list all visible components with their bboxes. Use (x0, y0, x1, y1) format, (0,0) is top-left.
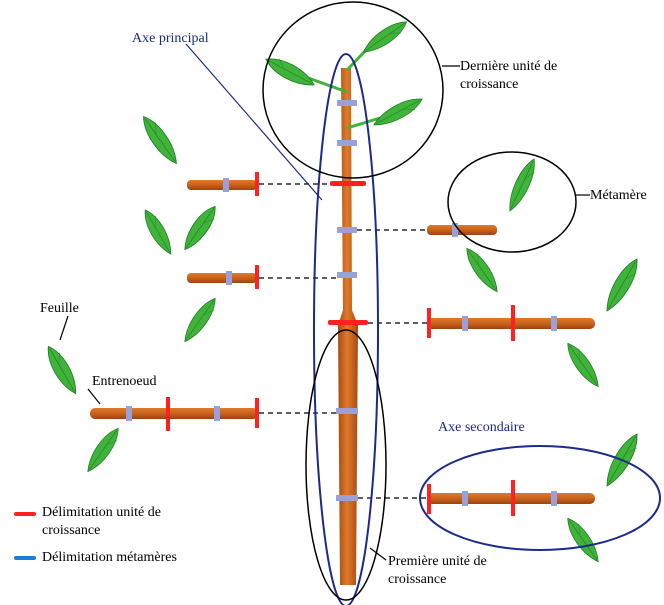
legend-metameres: Délimitation métamères (42, 549, 177, 566)
label-premiere-uc-line1: Première unité de (388, 553, 487, 570)
legend-uc-line2: croissance (42, 522, 100, 539)
right-branch-3 (427, 430, 643, 565)
main-axis (328, 68, 368, 585)
label-derniere-uc-line2: croissance (460, 76, 518, 93)
right-branch-1 (427, 156, 540, 295)
right-branch-2 (427, 255, 643, 390)
label-metamere: Métamère (590, 187, 647, 204)
label-premiere-uc-line2: croissance (388, 571, 446, 588)
legend-uc-line1: Délimitation unité de (42, 504, 161, 521)
label-derniere-uc-line1: Dernière unité de (460, 58, 557, 75)
left-branch-3 (42, 343, 259, 476)
legend-swatches (14, 512, 36, 560)
label-axe-secondaire: Axe secondaire (438, 419, 525, 436)
label-entrenoeud: Entrenoeud (92, 373, 157, 390)
label-feuille: Feuille (40, 300, 79, 317)
label-axe-principal: Axe principal (132, 30, 209, 47)
last-growth-unit-circle (263, 2, 443, 178)
